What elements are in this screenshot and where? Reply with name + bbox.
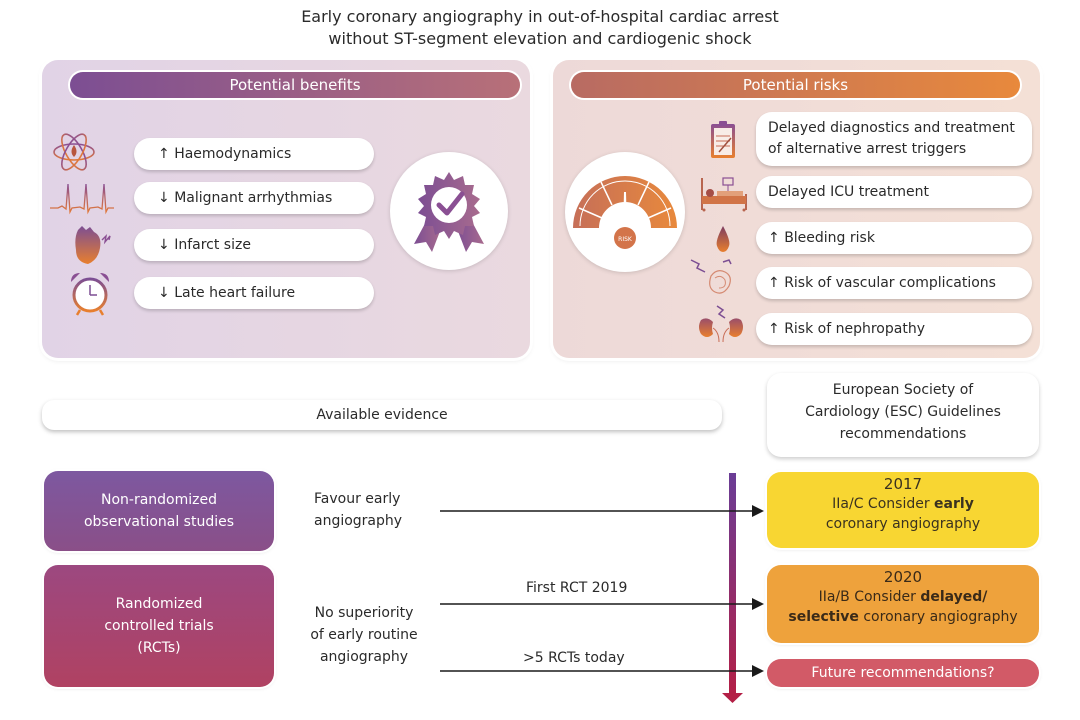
benefit-arrhythmias: ↓ Malignant arrhythmias xyxy=(134,182,374,214)
benefit-label: Infarct size xyxy=(174,237,251,253)
arrow-down-icon: ↓ xyxy=(158,190,170,206)
rec-year: 2017 xyxy=(883,475,923,493)
timeline-arrow xyxy=(722,473,743,703)
arrow-up-icon: ↑ xyxy=(158,146,170,162)
clipboard-icon xyxy=(711,121,735,158)
study-label-line-1: Non-randomized xyxy=(101,492,217,508)
esc-guidelines-header: European Society of Cardiology (ESC) Gui… xyxy=(767,373,1039,457)
rec-text: coronary angiography xyxy=(858,609,1018,625)
study-label-line-3: (RCTs) xyxy=(137,640,181,656)
arrow-up-icon: ↑ xyxy=(768,230,780,246)
blood-drop-icon xyxy=(716,226,730,252)
finding-line-2: angiography xyxy=(314,513,403,529)
rec-text-line-2: coronary angiography xyxy=(825,516,981,532)
rec-emphasis: delayed/ xyxy=(920,589,988,605)
finding-line-1: No superiority xyxy=(314,605,414,621)
badge-circle xyxy=(390,152,508,270)
benefit-infarct-size: ↓ Infarct size xyxy=(134,229,374,261)
arrow-label-first-rct: First RCT 2019 xyxy=(526,580,628,596)
recommendation-future: Future recommendations? xyxy=(767,659,1039,687)
finding-no-superiority: No superiority of early routine angiogra… xyxy=(296,602,432,668)
arrow-up-icon: ↑ xyxy=(768,321,780,337)
recommendation-2017: 2017 IIa/C Consider early coronary angio… xyxy=(767,472,1039,548)
rec-emphasis: selective xyxy=(788,609,859,625)
figure-title: Early coronary angiography in out-of-hos… xyxy=(0,6,1080,50)
rec-text: IIa/C Consider xyxy=(832,496,935,512)
benefits-panel: Potential benefits ↑ Haemodynamics ↓ Mal… xyxy=(42,60,530,358)
benefits-header: Potential benefits xyxy=(70,72,520,98)
risk-delayed-icu: Delayed ICU treatment xyxy=(756,176,1032,208)
benefit-haemodynamics: ↑ Haemodynamics xyxy=(134,138,374,170)
heart-icon xyxy=(75,226,111,264)
ecg-waveform-icon xyxy=(50,183,114,215)
benefit-label: Haemodynamics xyxy=(174,146,292,162)
risk-label: Delayed ICU treatment xyxy=(768,184,929,200)
rct-studies-box: Randomized controlled trials (RCTs) xyxy=(44,565,274,687)
benefit-late-heart-failure: ↓ Late heart failure xyxy=(134,277,374,309)
arrow-label-rcts-today: >5 RCTs today xyxy=(523,650,625,666)
arrow-2020 xyxy=(440,598,764,610)
award-badge-check-icon xyxy=(414,172,484,252)
risk-vascular: ↑ Risk of vascular complications xyxy=(756,267,1032,299)
recommendation-2020: 2020 IIa/B Consider delayed/ selective c… xyxy=(767,565,1039,643)
risk-gauge-label: RISK xyxy=(618,236,633,243)
arrow-down-icon: ↓ xyxy=(158,237,170,253)
available-evidence-header: Available evidence xyxy=(42,400,722,430)
finding-line-3: angiography xyxy=(319,649,409,665)
arrow-future xyxy=(440,665,764,677)
study-label-line-1: Randomized xyxy=(115,596,203,612)
esc-header-line-1: European Society of xyxy=(832,382,974,398)
atom-blood-drop-icon xyxy=(53,133,95,171)
title-line-1: Early coronary angiography in out-of-hos… xyxy=(301,7,779,26)
risks-panel: Potential risks RISK Delayed diagnostics… xyxy=(553,60,1040,358)
arrow-up-icon: ↑ xyxy=(768,275,780,291)
risk-label-line-2: of alternative arrest triggers xyxy=(768,141,967,157)
finding-favour-early: Favour early angiography xyxy=(300,488,420,532)
arrow-down-icon: ↓ xyxy=(158,285,170,301)
risks-header: Potential risks xyxy=(571,72,1020,98)
rec-year: 2020 xyxy=(883,568,923,586)
risk-label-line-1: Delayed diagnostics and treatment xyxy=(768,120,1015,136)
vascular-icon xyxy=(690,259,732,294)
hospital-bed-icon xyxy=(701,177,747,212)
study-label-line-2: observational studies xyxy=(83,514,235,530)
esc-header-line-3: recommendations xyxy=(839,426,967,442)
finding-line-2: of early routine xyxy=(310,627,418,643)
arrow-2017 xyxy=(440,505,764,517)
title-line-2: without ST-segment elevation and cardiog… xyxy=(328,29,752,48)
study-label-line-2: controlled trials xyxy=(104,618,214,634)
risk-bleeding: ↑ Bleeding risk xyxy=(756,222,1032,254)
observational-studies-box: Non-randomized observational studies xyxy=(44,471,274,551)
benefit-label: Late heart failure xyxy=(174,285,296,301)
risk-nephropathy: ↑ Risk of nephropathy xyxy=(756,313,1032,345)
risk-label: Bleeding risk xyxy=(784,230,875,246)
finding-line-1: Favour early xyxy=(314,491,401,507)
risk-gauge-icon: RISK xyxy=(573,176,677,249)
risk-gauge-circle: RISK xyxy=(565,152,685,272)
risk-label: Risk of nephropathy xyxy=(784,321,925,337)
risk-delayed-diagnostics: Delayed diagnostics and treatment of alt… xyxy=(756,112,1032,166)
alarm-clock-icon xyxy=(71,273,109,316)
esc-header-line-2: Cardiology (ESC) Guidelines xyxy=(805,404,1001,420)
rec-emphasis: early xyxy=(934,496,974,512)
kidneys-icon xyxy=(699,305,743,343)
benefit-label: Malignant arrhythmias xyxy=(174,190,333,206)
risk-label: Risk of vascular complications xyxy=(784,275,996,291)
rec-text: IIa/B Consider xyxy=(818,589,921,605)
